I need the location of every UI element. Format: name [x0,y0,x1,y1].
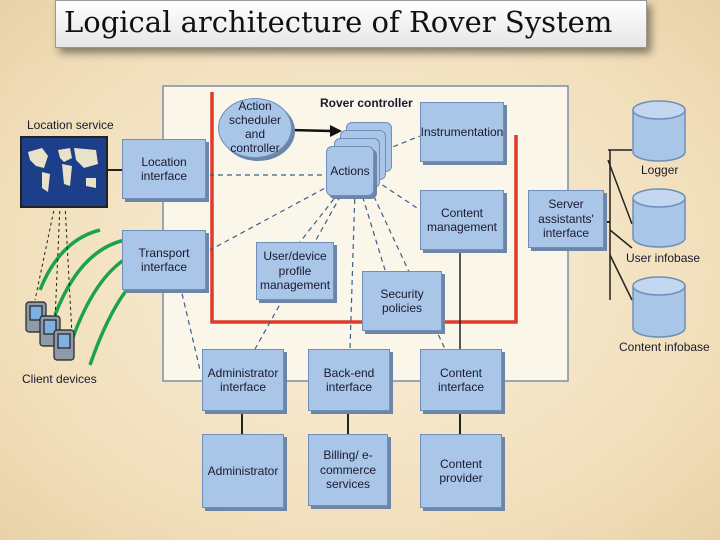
content-provider-node: Content provider [420,434,502,508]
world-map-icon [28,148,98,192]
administrator-node: Administrator [202,434,284,508]
content-interface-node: Content interface [420,349,502,411]
instrumentation-label: Instrumentation [420,124,504,139]
location-interface-node: Location interface [122,139,206,199]
content-management-label: Content management [426,205,498,234]
pda-icon [25,301,75,361]
logger-label: Logger [641,163,679,177]
user-device-profile-node: User/device profile management [256,242,334,300]
content-provider-label: Content provider [439,456,483,485]
server-assistants-node: Server assistants' interface [528,190,604,248]
wireless-waves [38,228,161,366]
world-map-image [20,136,108,208]
content-infobase-db-icon [632,276,686,338]
server-assistants-label: Server assistants' interface [538,197,594,241]
billing-node: Billing/ e-commerce services [308,434,388,506]
content-management-node: Content management [420,190,504,250]
user-infobase-label: User infobase [626,251,701,265]
actions-label: Actions [330,163,370,178]
content-interface-label: Content interface [437,365,485,394]
location-service-label: Location service [27,118,114,132]
billing-label: Billing/ e-commerce services [319,448,376,492]
user-device-profile-label: User/device profile management [259,249,331,293]
content-infobase-label: Content infobase [619,340,710,354]
title-bar: Logical architecture of Rover System [55,0,647,48]
location-interface-label: Location interface [140,154,188,183]
action-scheduler-label: Action scheduler and controller [228,99,282,155]
user-infobase-db-icon [632,188,686,248]
logger-db-icon [632,100,686,162]
page-title: Logical architecture of Rover System [64,5,613,39]
security-policies-node: Security policies [362,271,442,331]
backend-interface-node: Back-end interface [308,349,390,411]
actions-node: Actions [326,146,374,196]
security-policies-label: Security policies [380,286,424,315]
backend-interface-label: Back-end interface [323,365,375,394]
transport-interface-node: Transport interface [122,230,206,290]
rover-controller-label: Rover controller [320,96,413,110]
administrator-interface-node: Administrator interface [202,349,284,411]
action-scheduler-node: Action scheduler and controller [218,98,292,158]
transport-interface-label: Transport interface [138,245,190,274]
client-devices-label: Client devices [22,372,97,386]
administrator-label: Administrator [207,463,279,478]
administrator-interface-label: Administrator interface [207,365,279,394]
instrumentation-node: Instrumentation [420,102,504,162]
